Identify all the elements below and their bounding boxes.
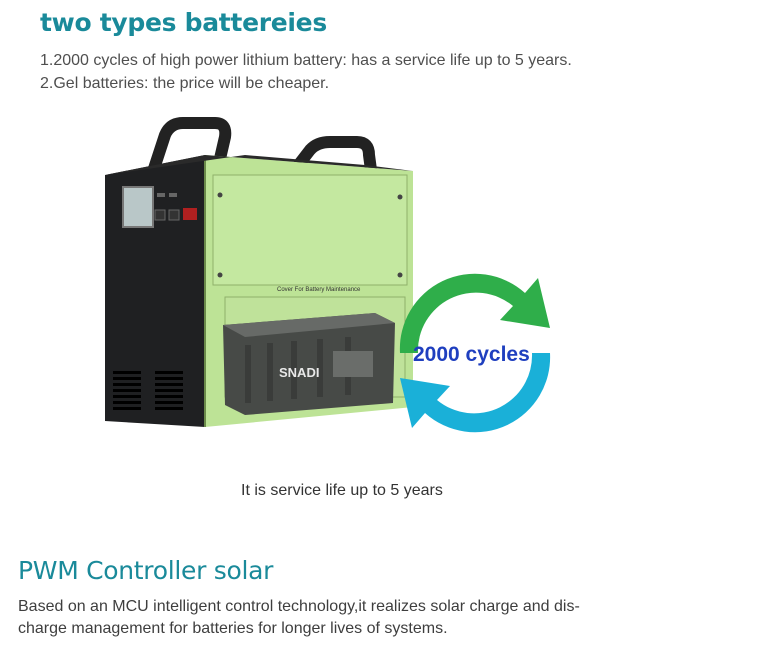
side-panel [105, 155, 205, 427]
right-handle [294, 136, 377, 176]
battery-type-gel: 2.Gel batteries: the price will be cheap… [40, 75, 330, 92]
vent-right [155, 371, 183, 410]
section-title-batteries: two types battereies [40, 8, 327, 37]
pwm-description-line2: charge management for batteries for long… [18, 620, 448, 637]
cycle-arrows [399, 273, 551, 433]
left-handle [141, 117, 232, 196]
green-arrow-icon [399, 273, 550, 353]
lcd-screen [122, 186, 154, 228]
battery-type-lithium: 1.2000 cycles of high power lithium batt… [40, 52, 572, 69]
cycles-label: 2000 cycles [413, 343, 530, 366]
section-title-pwm: PWM Controller solar [18, 556, 274, 585]
product-image: Cover For Battery Maintenance SNADI [105, 117, 413, 427]
brand-label: SNADI [279, 365, 319, 380]
vent-left [113, 371, 141, 410]
cover-label: Cover For Battery Maintenance [277, 287, 361, 293]
image-caption: It is service life up to 5 years [241, 482, 443, 499]
pwm-description-line1: Based on an MCU intelligent control tech… [18, 598, 580, 615]
cyan-arrow-icon [400, 353, 551, 433]
gel-battery [223, 313, 395, 415]
